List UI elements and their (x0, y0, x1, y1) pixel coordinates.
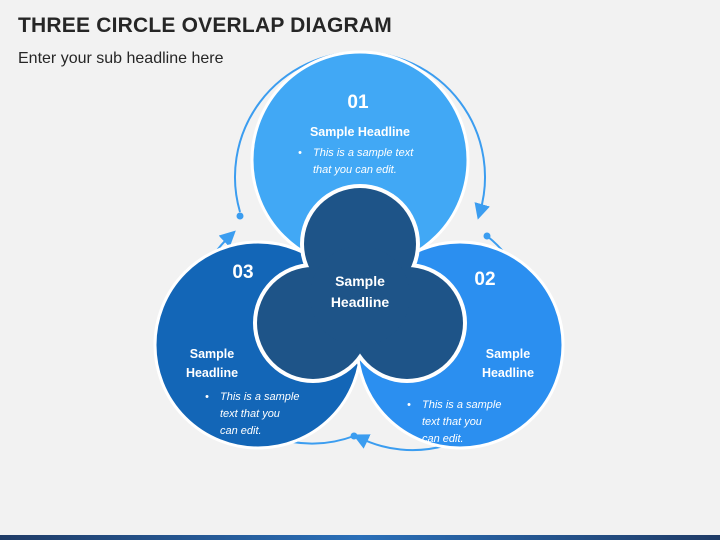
item-03-headline-line2: Headline (186, 366, 238, 380)
item-01-text-line1: This is a sample text (313, 147, 414, 159)
item-02-text-line3: can edit. (422, 433, 464, 445)
item-02-text-line1: This is a sample (422, 399, 501, 411)
item-02-headline-line1: Sample (486, 347, 531, 361)
item-01-bullet: • (298, 147, 302, 159)
arc-start-dot-01 (236, 212, 244, 220)
item-02-bullet: • (407, 399, 411, 411)
item-03-number: 03 (232, 262, 253, 283)
page-subtitle: Enter your sub headline here (18, 50, 224, 67)
item-03-headline-line1: Sample (190, 347, 235, 361)
item-03-text-line2: text that you (220, 408, 280, 420)
item-01-headline: Sample Headline (310, 125, 410, 139)
arc-start-dot-03 (350, 432, 358, 440)
center-headline-line1: Sample (335, 273, 385, 289)
bottom-accent-bar (0, 535, 720, 540)
item-02-headline-line2: Headline (482, 366, 534, 380)
item-03-text-line1: This is a sample (220, 391, 299, 403)
arc-start-dot-02 (483, 232, 491, 240)
item-01-text-line2: that you can edit. (313, 164, 397, 176)
center-shape (257, 188, 463, 379)
page-title: THREE CIRCLE OVERLAP DIAGRAM (18, 14, 392, 37)
item-01-number: 01 (347, 92, 369, 113)
item-03-text-line3: can edit. (220, 425, 262, 437)
item-03-bullet: • (205, 391, 209, 403)
item-02-text-line2: text that you (422, 416, 482, 428)
item-02-number: 02 (474, 269, 495, 290)
center-headline-line2: Headline (331, 294, 390, 310)
